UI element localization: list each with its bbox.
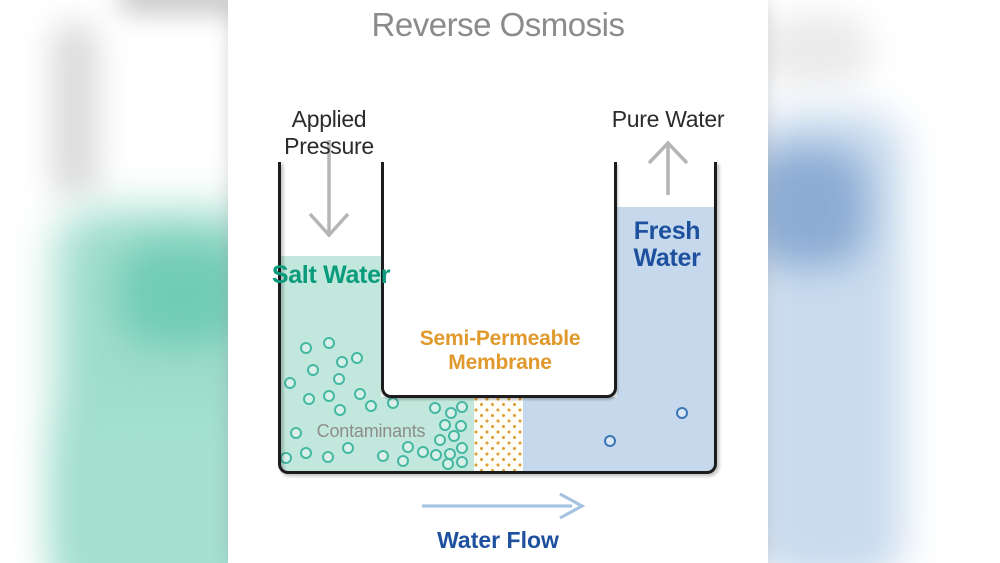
pure-water-up-arrow-icon: [647, 140, 689, 195]
semi-permeable-membrane: [474, 397, 523, 471]
fresh-water-fill: [617, 207, 717, 471]
membrane-label: Semi-Permeable Membrane: [419, 327, 581, 374]
backdrop-blur-shape: [118, 0, 228, 14]
backdrop-blur-shape: [768, 148, 867, 266]
inner-well-wall: [381, 162, 617, 398]
water-flow-arrow-icon: [422, 492, 586, 520]
applied-pressure-label: Applied Pressure: [284, 106, 374, 159]
fresh-water-label: Fresh Water: [633, 217, 701, 272]
salt-water-label: Salt Water: [271, 261, 391, 289]
diagram-panel: Reverse Osmosis Applied Pressure Pure Wa…: [228, 0, 768, 563]
applied-pressure-down-arrow-icon: [308, 140, 350, 238]
blurred-backdrop-left: [0, 0, 228, 563]
pure-water-label: Pure Water: [611, 106, 725, 132]
blurred-backdrop-right: [768, 0, 1000, 563]
backdrop-blur-shape: [118, 242, 228, 347]
backdrop-blur-shape: [768, 14, 872, 86]
diagram-title: Reverse Osmosis: [371, 6, 625, 43]
backdrop-blur-shape: [66, 410, 228, 563]
contaminants-label: Contaminants: [316, 421, 426, 441]
backdrop-blur-shape: [52, 22, 98, 197]
water-flow-label: Water Flow: [437, 527, 559, 553]
